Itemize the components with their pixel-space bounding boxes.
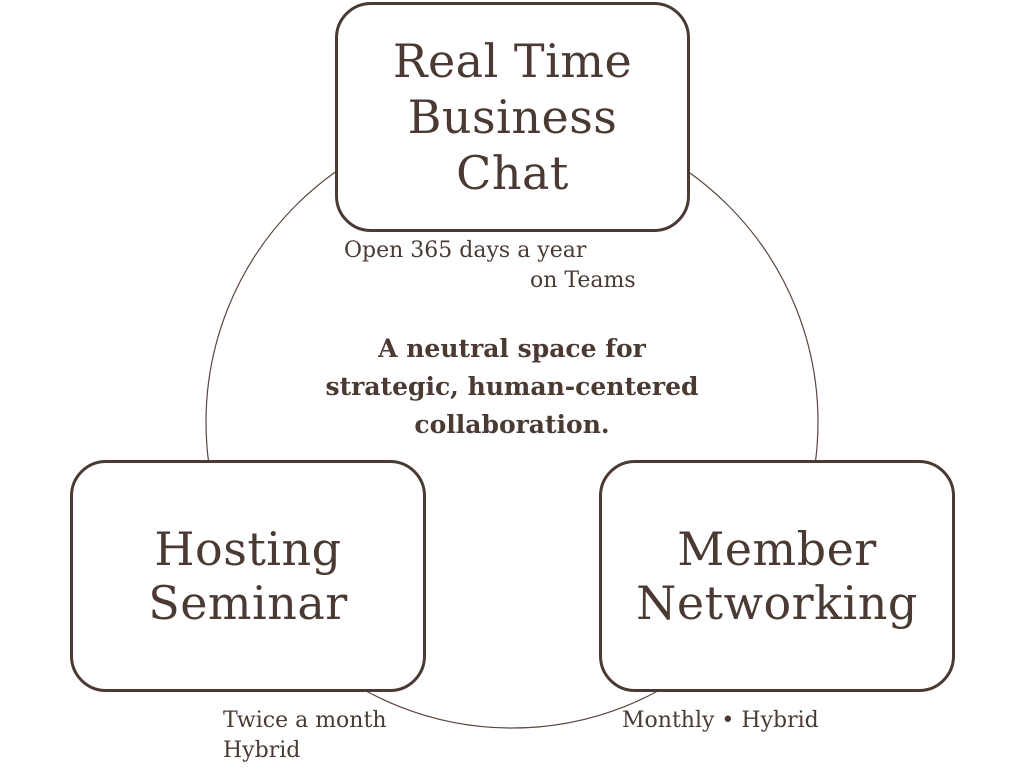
node-hosting-seminar: Hosting Seminar bbox=[70, 460, 426, 692]
caption-right: Monthly • Hybrid bbox=[622, 708, 819, 733]
caption-left-line2: Hybrid bbox=[223, 738, 301, 763]
node-title-real-time-business-chat: Real Time Business Chat bbox=[392, 34, 633, 200]
node-real-time-business-chat: Real Time Business Chat bbox=[335, 2, 690, 232]
node-member-networking: Member Networking bbox=[599, 460, 955, 692]
node-title-member-networking: Member Networking bbox=[636, 522, 918, 630]
caption-left-line1: Twice a month bbox=[223, 708, 387, 733]
caption-top-line1: Open 365 days a year bbox=[344, 238, 587, 263]
center-statement: A neutral space for strategic, human-cen… bbox=[325, 334, 699, 439]
node-title-hosting-seminar: Hosting Seminar bbox=[148, 522, 348, 630]
caption-top-line2: on Teams bbox=[530, 268, 636, 293]
